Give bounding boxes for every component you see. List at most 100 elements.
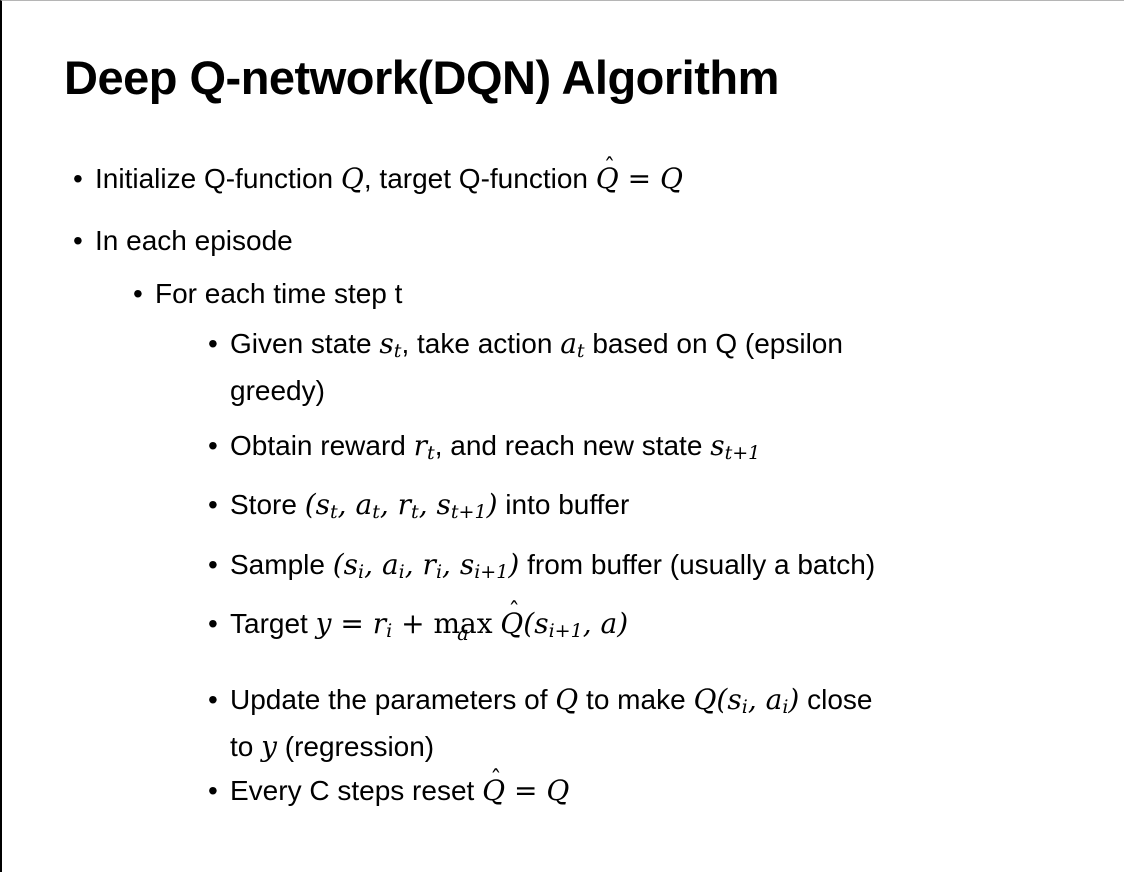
math-run: Q bbox=[340, 162, 364, 195]
math-run: , bbox=[418, 488, 437, 522]
text-run: , take action bbox=[401, 328, 561, 359]
math-run: ) bbox=[486, 488, 498, 522]
text-run: Every C steps reset bbox=[230, 775, 483, 807]
subscript: t bbox=[427, 442, 435, 465]
bullet-content: For each time step t bbox=[155, 274, 1124, 314]
math-run: ) bbox=[617, 606, 629, 640]
math-run: Q bbox=[659, 162, 683, 195]
math-run: ) bbox=[508, 547, 520, 581]
bullet-item: • Store (st, at, rt, st+1) into buffer bbox=[2, 485, 1124, 532]
bullet-item: • Sample (si, ai, ri, si+1) from buffer (… bbox=[2, 545, 1124, 592]
bullet-dot: • bbox=[208, 489, 218, 521]
math-variable: st+1 bbox=[436, 488, 487, 524]
math-run: , bbox=[747, 682, 766, 716]
math-variable: si+1 bbox=[459, 547, 509, 583]
math-run: , bbox=[404, 547, 423, 581]
bullet-content: Sample (si, ai, ri, si+1) from buffer (u… bbox=[230, 545, 1124, 592]
text-run: Obtain reward bbox=[230, 430, 414, 462]
text-run: Store bbox=[230, 489, 305, 521]
text-run: , and reach new state bbox=[434, 430, 711, 462]
bullet-line: greedy) bbox=[230, 371, 1124, 411]
subscript: t bbox=[372, 501, 380, 524]
text-run: Initialize Q-function bbox=[95, 163, 341, 194]
max-under-variable: a bbox=[457, 621, 469, 645]
math-variable: at bbox=[355, 488, 380, 524]
math-run: ( bbox=[332, 547, 344, 581]
math-variable: ai bbox=[381, 547, 405, 583]
math-run: Q bbox=[555, 682, 579, 716]
text-run: based on Q (epsilon bbox=[584, 328, 843, 359]
math-run: , bbox=[337, 488, 356, 522]
bullet-content: In each episode bbox=[95, 221, 1124, 261]
subscript: t+1 bbox=[450, 501, 487, 524]
bullet-item: • Update the parameters of Q to make Q(si… bbox=[2, 680, 1124, 767]
math-run: y bbox=[261, 730, 277, 764]
text-run: into buffer bbox=[497, 489, 630, 521]
subscript: t bbox=[330, 501, 338, 524]
subscript: t bbox=[576, 340, 585, 363]
math-run: = bbox=[618, 162, 660, 195]
bullet-dot: • bbox=[208, 430, 218, 462]
max-label: max bbox=[433, 606, 493, 640]
math-run: = bbox=[331, 606, 373, 640]
bullet-line: Store (st, at, rt, st+1) into buffer bbox=[230, 485, 1124, 532]
math-hat-variable: Q bbox=[596, 159, 619, 199]
bullet-line: Every C steps reset Q = Q bbox=[230, 771, 1124, 811]
math-variable: st bbox=[315, 488, 338, 524]
bullet-content: Given state st, take action at based on … bbox=[230, 324, 1124, 411]
bullet-line: Obtain reward rt, and reach new state st… bbox=[230, 426, 1124, 473]
bullet-dot: • bbox=[208, 328, 218, 359]
bullet-line: In each episode bbox=[95, 221, 1124, 261]
subscript: i+1 bbox=[474, 560, 509, 583]
text-run: , target Q-function bbox=[363, 163, 596, 194]
bullet-item: •Initialize Q-function Q, target Q-funct… bbox=[2, 159, 1124, 199]
math-run: ( bbox=[523, 606, 535, 640]
math-variable: rt bbox=[397, 488, 419, 524]
subscript: t bbox=[393, 340, 402, 363]
bullet-item: • Obtain reward rt, and reach new state s… bbox=[2, 426, 1124, 473]
text-run: For each time step t bbox=[155, 278, 403, 309]
bullet-content: Obtain reward rt, and reach new state st… bbox=[230, 426, 1124, 473]
bullet-dot: • bbox=[208, 607, 218, 639]
subscript: i+1 bbox=[548, 619, 583, 642]
math-run: , bbox=[582, 606, 601, 640]
bullet-dot: • bbox=[208, 683, 218, 715]
math-variable: ri bbox=[422, 547, 443, 583]
subscript: i bbox=[741, 696, 748, 719]
math-variable: at bbox=[560, 327, 585, 363]
subscript: t bbox=[411, 501, 419, 524]
bullet-line: Initialize Q-function Q, target Q-functi… bbox=[95, 159, 1124, 199]
slide-title: Deep Q-network(DQN) Algorithm bbox=[64, 51, 779, 104]
bullet-line: Given state st, take action at based on … bbox=[230, 324, 1124, 371]
math-hat-variable: Q bbox=[482, 771, 505, 811]
math-variable: si bbox=[727, 682, 748, 719]
bullet-dot: • bbox=[133, 278, 143, 309]
bullet-item: •Every C steps reset Q = Q bbox=[2, 771, 1124, 811]
math-variable: ai bbox=[765, 682, 789, 719]
bullet-list: •Initialize Q-function Q, target Q-funct… bbox=[2, 159, 1124, 811]
bullet-line: For each time step t bbox=[155, 274, 1124, 314]
text-run: In each episode bbox=[95, 225, 293, 256]
math-run: , bbox=[442, 547, 460, 581]
math-variable: rt bbox=[413, 429, 435, 465]
bullet-line: to y (regression) bbox=[230, 727, 1124, 767]
math-run: = bbox=[505, 774, 547, 808]
math-hat-variable: Q bbox=[500, 604, 523, 644]
bullet-line: Update the parameters of Q to make Q(si,… bbox=[230, 680, 1124, 727]
math-run: ( bbox=[304, 488, 316, 522]
subscript: i bbox=[398, 560, 405, 583]
bullet-dot: • bbox=[208, 548, 218, 580]
bullet-item: • For each time step t bbox=[2, 274, 1124, 314]
bullet-content: Every C steps reset Q = Q bbox=[230, 771, 1124, 811]
math-run: a bbox=[600, 606, 618, 640]
math-run: + bbox=[392, 606, 434, 640]
math-variable: st bbox=[379, 327, 402, 363]
math-variable: si+1 bbox=[534, 606, 583, 642]
subscript: t+1 bbox=[724, 442, 761, 465]
text-run bbox=[493, 608, 501, 639]
text-run: Target bbox=[230, 607, 316, 639]
math-variable: st+1 bbox=[710, 429, 761, 465]
